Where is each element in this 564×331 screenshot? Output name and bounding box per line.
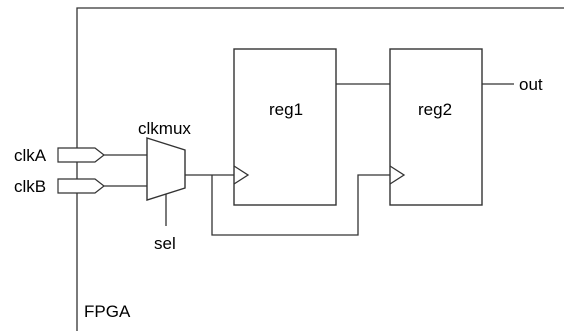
- clkA-input-pin: [57, 147, 105, 163]
- reg1-label: reg1: [269, 100, 303, 119]
- clkmux-block: [146, 137, 186, 201]
- clkA-label: clkA: [14, 146, 47, 165]
- clkmux-label: clkmux: [138, 119, 191, 138]
- reg2-clock-triangle: [389, 165, 406, 185]
- fpga-label: FPGA: [84, 302, 131, 321]
- clkB-label: clkB: [14, 177, 46, 196]
- reg2-label: reg2: [418, 100, 452, 119]
- wire-mux-to-reg2-clk: [211, 174, 390, 236]
- sel-label: sel: [154, 234, 176, 253]
- reg1-clock-triangle: [233, 165, 250, 185]
- out-label: out: [519, 75, 543, 94]
- clkB-input-pin: [57, 178, 105, 194]
- reg1-block: [233, 48, 337, 206]
- fpga-boundary: [76, 7, 564, 331]
- reg2-block: [389, 48, 483, 206]
